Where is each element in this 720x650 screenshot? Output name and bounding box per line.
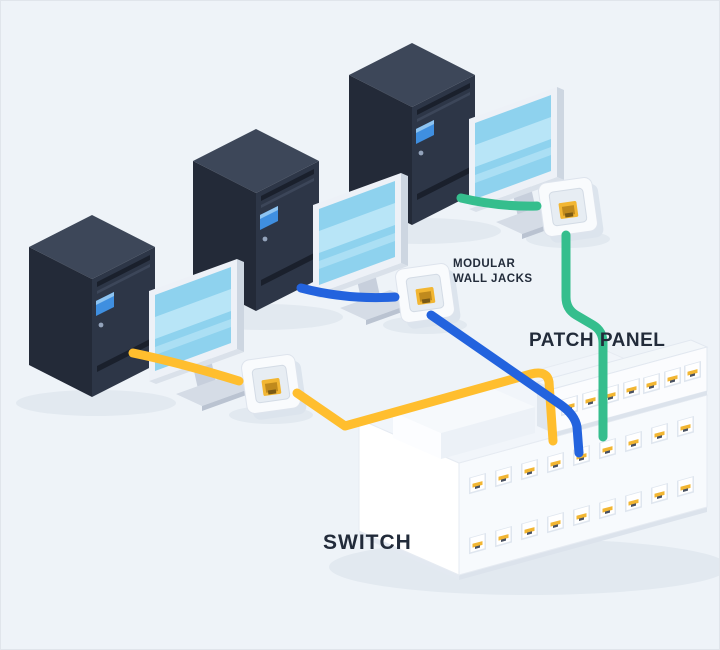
wall-jack-1 [240, 352, 308, 422]
cable-green-computer-to-jack [456, 193, 542, 211]
switch-step-top-face [393, 386, 535, 433]
modular-wall-jacks-label-line1: MODULAR [453, 258, 515, 270]
cable-blue [296, 283, 584, 458]
cable-blue-jack-to-switch [426, 310, 584, 458]
cable-blue-computer-to-jack [296, 283, 400, 303]
cable-yellow-computer-to-jack [128, 348, 244, 386]
switch-bottom-shade-left [359, 531, 459, 580]
computer-1-shadow [16, 390, 176, 416]
cable-green-jack-to-switch [561, 230, 608, 442]
cables [128, 193, 608, 458]
switch-step-front-face [441, 407, 535, 459]
switch-bottom-shade-right [459, 507, 707, 580]
wall-jack-3 [537, 175, 605, 245]
switch-step-left-face [393, 412, 441, 459]
cable-yellow [128, 348, 558, 446]
switch-label: SWITCH [323, 531, 412, 554]
labels: MODULAR WALL JACKS PATCH PANEL SWITCH [323, 258, 665, 554]
cable-green [456, 193, 608, 442]
patch-panel-label: PATCH PANEL [529, 330, 665, 351]
patch-panel-bottom-shade [553, 391, 707, 437]
modular-wall-jacks-label-line2: WALL JACKS [453, 273, 533, 285]
cable-yellow-jack-to-switch [292, 368, 558, 446]
wall-jack-2 [394, 261, 462, 331]
